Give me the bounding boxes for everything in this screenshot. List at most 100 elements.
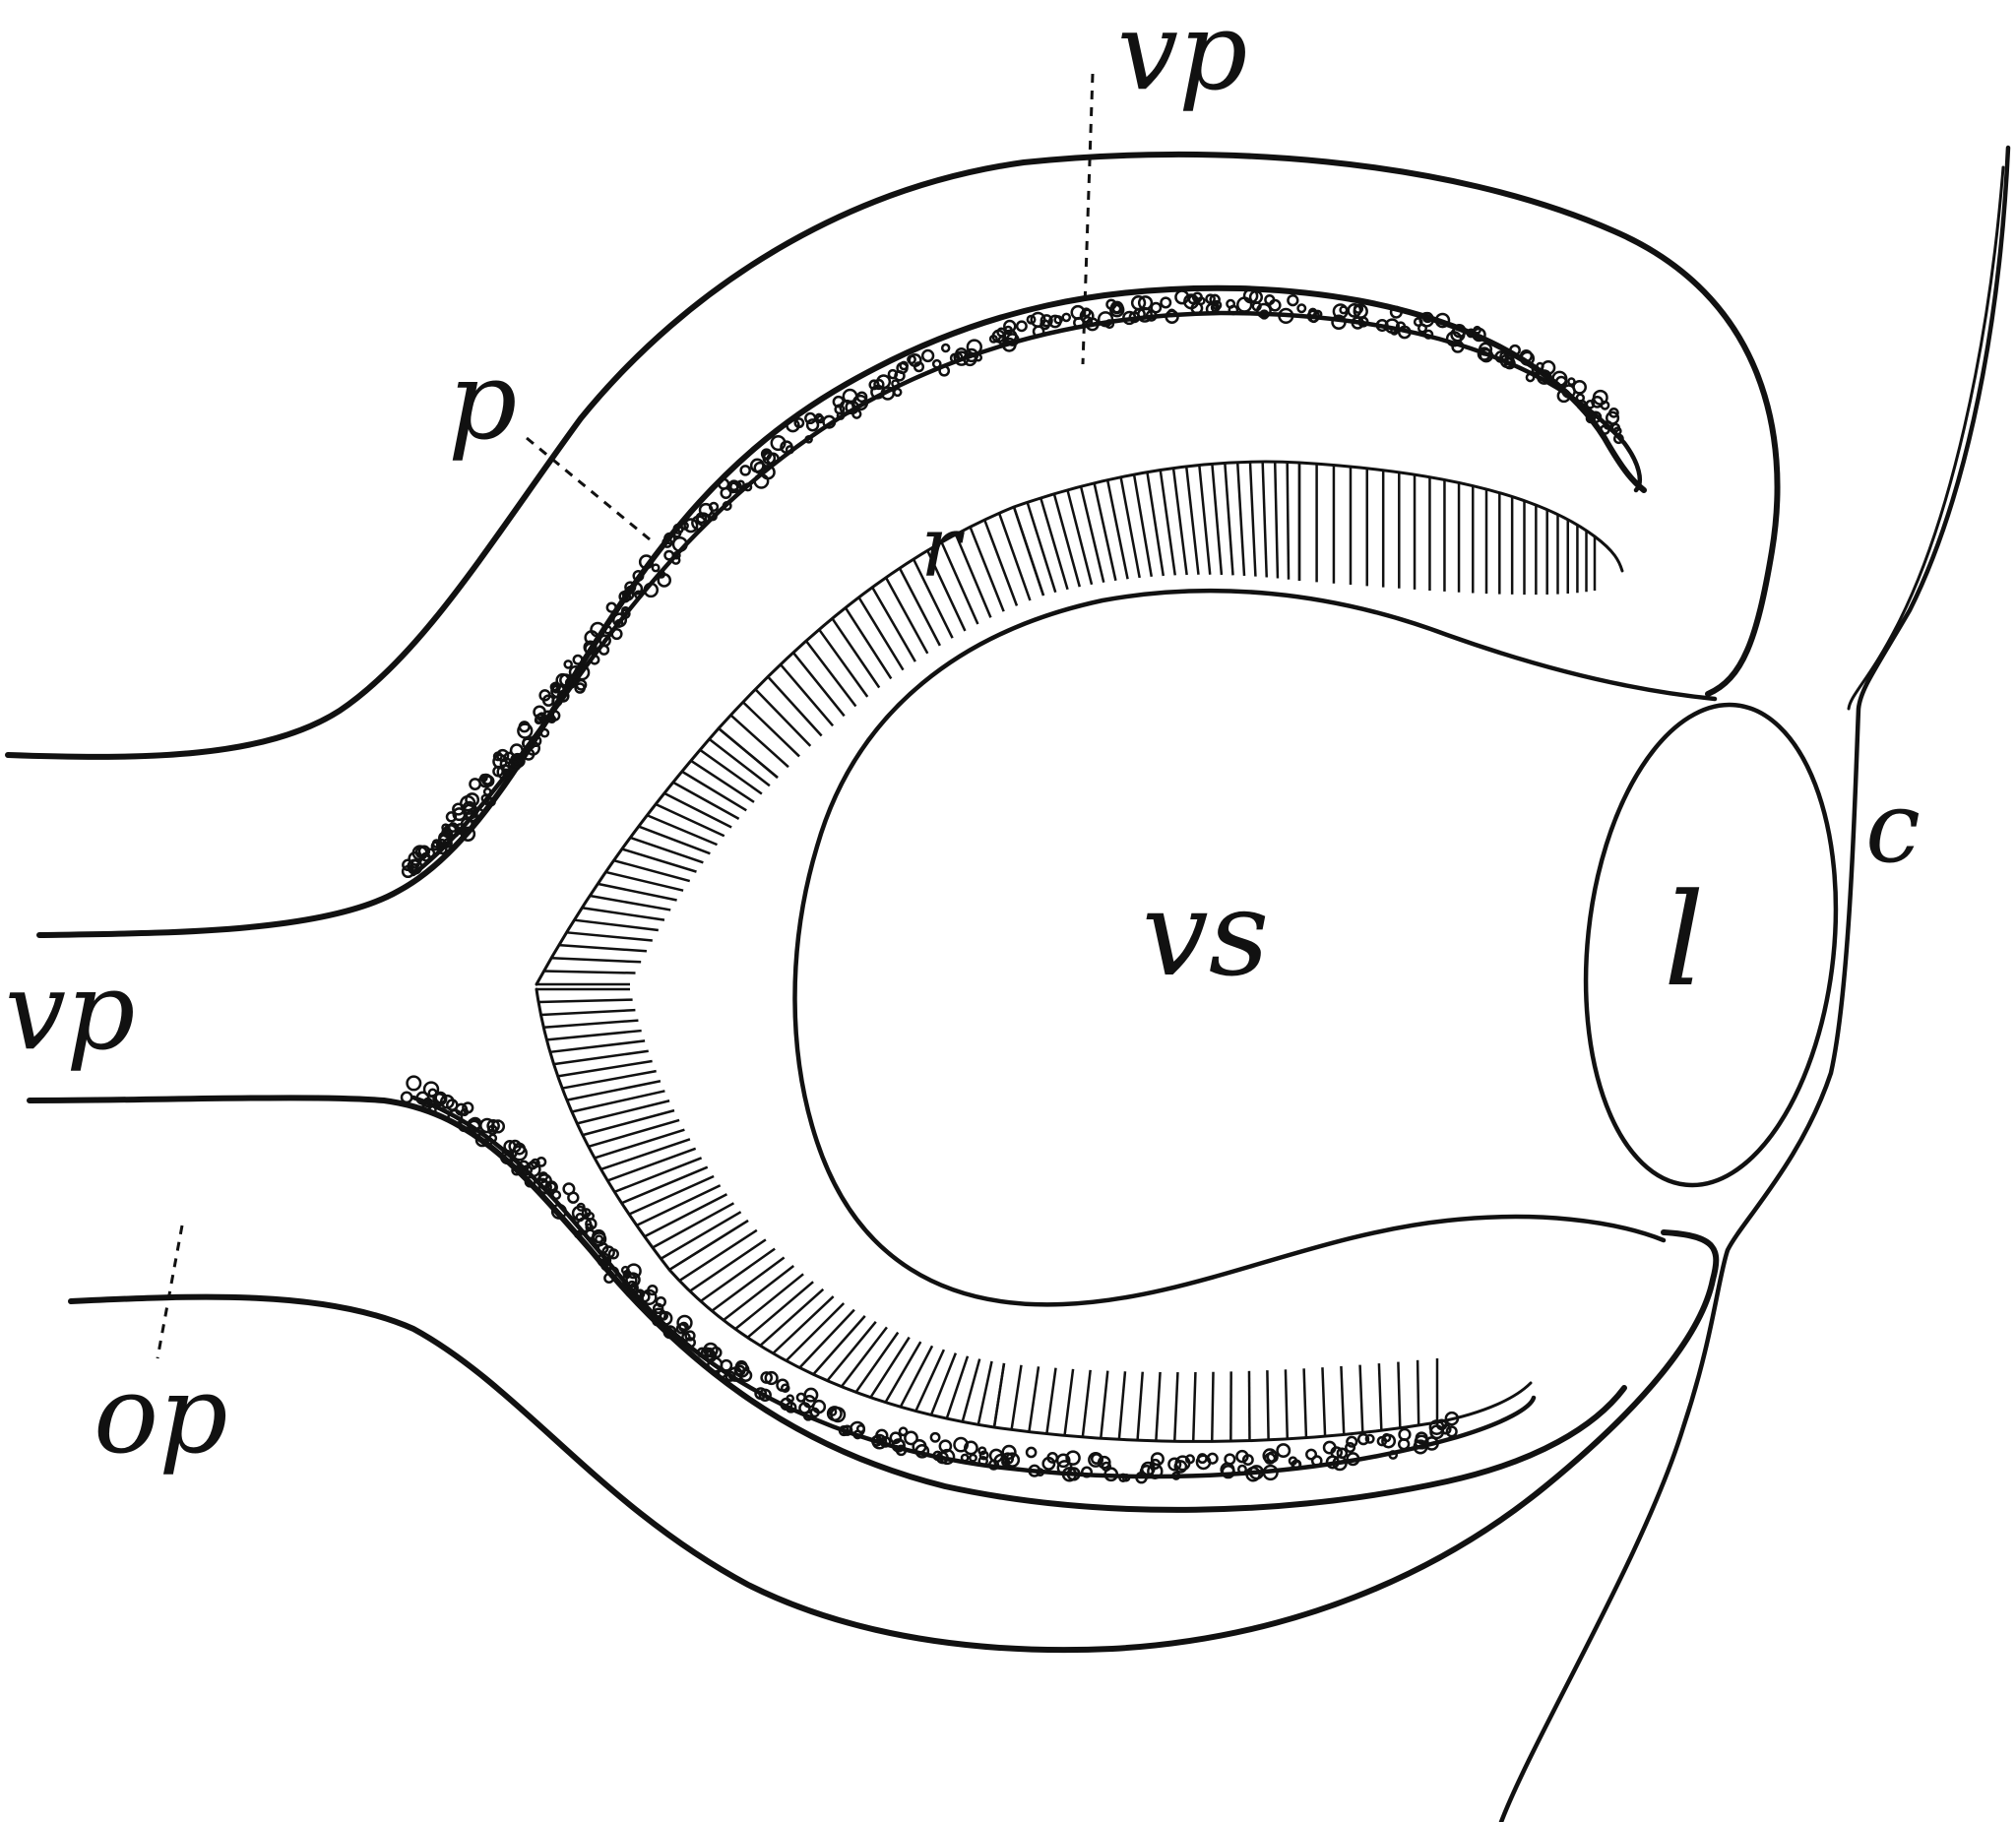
pigment-granule xyxy=(1503,357,1516,370)
retina-striation xyxy=(1358,1364,1364,1433)
pigment-granule xyxy=(1184,1454,1195,1465)
pigment-granule xyxy=(893,387,903,398)
pigment-granule xyxy=(805,418,820,432)
pigment-granule xyxy=(643,582,660,598)
retina-striation xyxy=(660,1211,742,1260)
retina-striation xyxy=(871,587,916,662)
pigment-granule xyxy=(1036,1468,1045,1477)
retina-striation xyxy=(812,1315,866,1376)
retina-striation xyxy=(543,1019,639,1029)
retina-striation xyxy=(954,534,992,618)
pigment-granule xyxy=(1332,1455,1348,1472)
label-p: p xyxy=(448,338,517,464)
pigment-granule xyxy=(804,411,817,425)
pigment-granule xyxy=(1242,287,1259,304)
pigment-granule xyxy=(597,1252,612,1268)
pigment-granule xyxy=(678,1321,689,1333)
retina-striation xyxy=(831,617,881,689)
retina-striation xyxy=(546,1029,642,1041)
pigment-granule xyxy=(400,1091,413,1104)
pigment-granule xyxy=(559,673,573,687)
retina-striation xyxy=(557,1059,653,1078)
retina-striation xyxy=(1284,1369,1290,1439)
retina-striation xyxy=(746,1281,814,1339)
retina-striation xyxy=(1079,485,1105,583)
pigment-granule xyxy=(1003,319,1017,334)
retina-striation xyxy=(1211,464,1224,576)
pigment-granule xyxy=(889,1431,903,1445)
pigment-granule xyxy=(612,612,628,628)
pigment-granule xyxy=(953,1436,970,1453)
pigment-granule xyxy=(662,1325,677,1340)
retina-striation xyxy=(576,1099,670,1125)
retina-striation xyxy=(655,802,725,838)
pigment-granule xyxy=(960,1453,970,1463)
pigment-granule xyxy=(1171,1471,1181,1480)
pigment-granule xyxy=(1167,1457,1182,1472)
pigment-granule xyxy=(766,452,780,467)
pigment-granule xyxy=(1147,1463,1164,1479)
pigment-granule xyxy=(641,1288,658,1306)
retina-striation xyxy=(729,714,789,769)
retina-striation xyxy=(1224,463,1234,576)
retina-striation xyxy=(1010,1364,1023,1430)
retina-striation xyxy=(652,1202,735,1249)
pigment-granule xyxy=(1605,410,1620,425)
retina-striation xyxy=(926,549,967,632)
pigment-granule xyxy=(465,792,480,807)
retina-striation xyxy=(1040,497,1069,591)
pigment-granule xyxy=(1525,372,1536,383)
inner-wall-upper xyxy=(36,284,1647,938)
retina-striation xyxy=(566,1080,662,1101)
pigment-granule xyxy=(1589,410,1603,423)
pigment-granule xyxy=(1196,1453,1208,1465)
pigment-granule xyxy=(938,364,951,377)
pigment-granule xyxy=(607,1248,619,1260)
pigment-granule xyxy=(1245,1466,1261,1482)
pigment-granule xyxy=(1166,308,1176,318)
pigment-granule xyxy=(1572,379,1587,395)
retina-striation xyxy=(1026,501,1057,594)
pigment-granule xyxy=(1190,301,1204,315)
retina-striation xyxy=(605,870,684,892)
pigment-granule xyxy=(977,1455,989,1467)
pigment-granule xyxy=(1421,311,1434,324)
pigment-granule xyxy=(1030,311,1046,328)
pigment-granule xyxy=(1278,307,1294,324)
label-vp-top: vp xyxy=(1117,0,1248,114)
pigment-granule xyxy=(1015,320,1028,333)
pigment-granule xyxy=(1339,305,1349,315)
lens-outline xyxy=(1583,702,1839,1188)
retina-striation xyxy=(844,606,893,680)
pigment-granule xyxy=(482,775,495,787)
label-vp-left: vp xyxy=(5,948,136,1074)
label-c: c xyxy=(1865,770,1921,885)
pigment-granule xyxy=(629,582,644,596)
pigment-granule xyxy=(1536,369,1552,385)
pigment-granule xyxy=(920,348,935,363)
pigment-granule xyxy=(595,1234,604,1244)
retina-striation xyxy=(1146,471,1166,577)
pigment-granule xyxy=(432,1091,448,1106)
pigment-granule xyxy=(1313,309,1323,319)
pigment-granule xyxy=(780,1383,790,1394)
retina-striation xyxy=(1211,1371,1215,1442)
retina-striation xyxy=(690,759,755,803)
outer-wall-upper xyxy=(5,151,1781,760)
retina-striation xyxy=(574,918,659,932)
retina-striation xyxy=(1136,1371,1144,1441)
pigment-granule xyxy=(618,590,632,603)
retina-striation xyxy=(708,737,771,787)
pigment-granule xyxy=(912,1438,927,1455)
pigment-granule xyxy=(832,395,846,408)
pigment-granule xyxy=(724,1370,736,1382)
pigment-granule xyxy=(592,1231,607,1247)
pigment-granule xyxy=(1081,1466,1093,1478)
retina-striation xyxy=(543,970,636,974)
retina-striation xyxy=(1093,482,1117,582)
retina-striation xyxy=(1198,465,1212,575)
retina-striation xyxy=(976,1360,993,1425)
retina-striation xyxy=(1340,1365,1346,1435)
pigment-granule xyxy=(424,848,436,858)
